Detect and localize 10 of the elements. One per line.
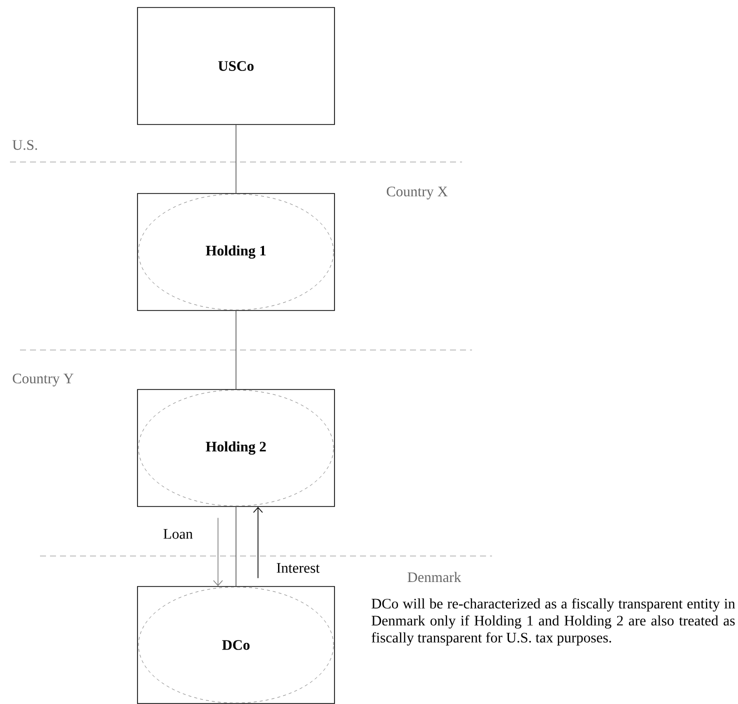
arrow <box>213 518 223 586</box>
entity-box: USCo <box>137 7 335 125</box>
region-label: Country X <box>386 186 448 200</box>
edge-label: Interest <box>276 563 320 573</box>
arrow <box>253 506 263 578</box>
region-label: Denmark <box>408 572 462 582</box>
note-text: DCo will be re-characterized as a fiscally transparent entity in Denmark only if Holding 1 and Holding 2 are also treated as fiscally transparent for U.S. tax purposes. <box>372 598 736 646</box>
edge-label: Loan <box>164 529 193 539</box>
region-label: Country Y <box>12 374 74 386</box>
region-label: U.S. <box>12 140 38 150</box>
